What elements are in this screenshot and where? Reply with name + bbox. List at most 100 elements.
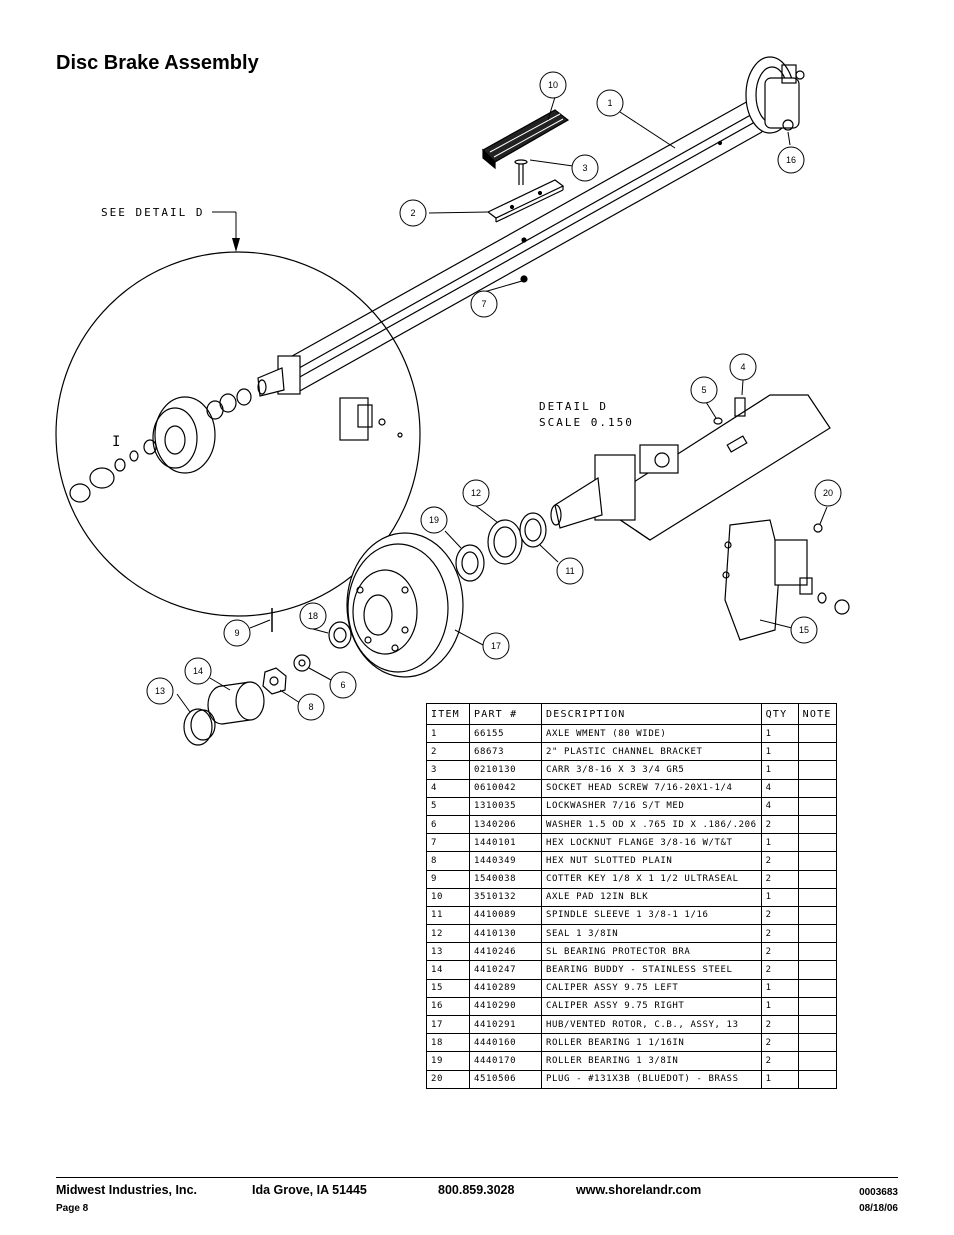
footer-phone: 800.859.3028: [438, 1183, 515, 1197]
cell-part-number: 4410089: [469, 905, 542, 926]
table-header-row: ITEM PART # DESCRIPTION QTY NOTE: [426, 703, 837, 725]
cell-note: [797, 723, 837, 744]
cell-description: ROLLER BEARING 1 1/16IN: [541, 1033, 762, 1053]
detail-scale: SCALE 0.150: [539, 416, 634, 429]
cell-qty: 2: [760, 960, 799, 980]
cell-qty: 4: [760, 778, 799, 798]
footer-website: www.shorelandr.com: [576, 1183, 702, 1197]
cell-item: 9: [426, 869, 470, 889]
cell-item: 17: [426, 1014, 470, 1035]
cell-note: [797, 1033, 837, 1053]
cell-part-number: 1440101: [469, 833, 542, 853]
detail-view-circle: [55, 251, 421, 617]
cell-qty: 1: [760, 978, 799, 998]
cell-part-number: 3510132: [469, 887, 542, 907]
callout-5: 5: [701, 385, 706, 395]
callout-10: 10: [548, 80, 558, 90]
cell-qty: 1: [760, 996, 799, 1017]
cell-qty: 1: [760, 723, 799, 744]
detail-title: DETAIL D: [539, 400, 608, 413]
cell-description: HEX LOCKNUT FLANGE 3/8-16 W/T&T: [541, 833, 762, 853]
cell-note: [797, 778, 837, 798]
cell-item: 4: [426, 778, 470, 798]
cell-item: 10: [426, 887, 470, 907]
callout-19: 19: [429, 515, 439, 525]
cell-note: [797, 978, 837, 998]
cell-part-number: 1540038: [469, 869, 542, 889]
detail-d-axle-stub: [550, 394, 831, 541]
callout-numbers: 10 1 3 16 2 7 4 5 12 19 20 11 18 17 9 14…: [155, 80, 833, 712]
cell-note: [797, 924, 837, 944]
cell-note: [797, 814, 837, 835]
cell-note: [797, 1069, 837, 1089]
cell-part-number: 0610042: [469, 778, 542, 798]
roller-bearing-small: [328, 621, 352, 649]
cell-note: [797, 1014, 837, 1035]
detail-marker: I: [112, 434, 120, 450]
cell-note: [797, 887, 837, 907]
cell-item: 6: [426, 814, 470, 835]
cell-part-number: 4410246: [469, 942, 542, 962]
cell-qty: 2: [760, 814, 799, 835]
right-caliper-assembly: [745, 56, 805, 134]
cell-note: [797, 905, 837, 926]
cell-item: 7: [426, 833, 470, 853]
callout-13: 13: [155, 686, 165, 696]
cell-description: 2" PLASTIC CHANNEL BRACKET: [541, 742, 762, 762]
cell-item: 15: [426, 978, 470, 998]
cell-item: 16: [426, 996, 470, 1017]
footer-location: Ida Grove, IA 51445: [252, 1183, 367, 1197]
header-item: ITEM: [426, 703, 470, 725]
cell-qty: 2: [760, 905, 799, 926]
cell-part-number: 4440170: [469, 1051, 542, 1071]
see-detail-arrow: [232, 238, 240, 252]
cell-qty: 2: [760, 851, 799, 871]
cell-qty: 4: [760, 796, 799, 816]
cell-description: HUB/VENTED ROTOR, C.B., ASSY, 13: [541, 1014, 762, 1035]
cell-description: AXLE WMENT (80 WIDE): [541, 723, 762, 744]
cell-item: 11: [426, 905, 470, 926]
cell-description: ROLLER BEARING 1 3/8IN: [541, 1051, 762, 1071]
bearing-protector: [183, 708, 216, 746]
footer-company: Midwest Industries, Inc.: [56, 1183, 197, 1197]
cell-part-number: 4440160: [469, 1033, 542, 1053]
cell-qty: 1: [760, 887, 799, 907]
cell-item: 14: [426, 960, 470, 980]
cell-description: HEX NUT SLOTTED PLAIN: [541, 851, 762, 871]
cell-item: 13: [426, 942, 470, 962]
cell-note: [797, 996, 837, 1017]
callout-3: 3: [582, 163, 587, 173]
cell-item: 18: [426, 1033, 470, 1053]
cell-item: 2: [426, 742, 470, 762]
cell-qty: 2: [760, 869, 799, 889]
cell-description: WASHER 1.5 OD X .765 ID X .186/.206: [541, 814, 762, 835]
page-title: Disc Brake Assembly: [56, 52, 259, 74]
cell-qty: 2: [760, 924, 799, 944]
detail-caliper-small: [339, 397, 403, 441]
cell-note: [797, 1051, 837, 1071]
cell-part-number: 4410247: [469, 960, 542, 980]
callout-8: 8: [308, 702, 313, 712]
cell-note: [797, 869, 837, 889]
cell-description: AXLE PAD 12IN BLK: [541, 887, 762, 907]
callout-7: 7: [481, 299, 486, 309]
callout-14: 14: [193, 666, 203, 676]
header-qty: QTY: [760, 703, 799, 725]
cell-part-number: 66155: [469, 723, 542, 744]
cell-part-number: 4410130: [469, 924, 542, 944]
callout-17: 17: [491, 641, 501, 651]
cell-note: [797, 796, 837, 816]
callout-12: 12: [471, 488, 481, 498]
header-description: DESCRIPTION: [541, 703, 762, 725]
header-note: NOTE: [797, 703, 837, 725]
